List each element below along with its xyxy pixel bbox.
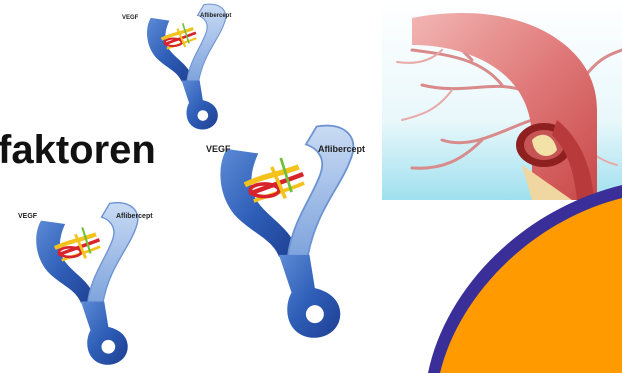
trap-diagram-large: VEGF Aflibercept	[188, 122, 378, 342]
slide-title-fragment: faktoren	[0, 128, 156, 173]
orange-arc-icon	[410, 180, 622, 373]
aflibercept-trap-diagram-icon	[4, 200, 164, 368]
vegf-label: VEGF	[122, 15, 138, 21]
trap-diagram-top: VEGF Aflibercept	[114, 2, 254, 132]
artery-illustration	[382, 0, 622, 200]
vegf-label: VEGF	[206, 144, 231, 154]
drug-label: Aflibercept	[116, 213, 153, 220]
aflibercept-trap-diagram-icon	[114, 2, 254, 132]
artery-icon	[382, 0, 622, 200]
aflibercept-trap-diagram-icon	[188, 122, 378, 342]
vegf-label: VEGF	[18, 213, 37, 220]
trap-diagram-bottom: VEGF Aflibercept	[4, 200, 164, 368]
orange-arc-decoration	[410, 180, 622, 373]
drug-label: Aflibercept	[318, 144, 365, 154]
drug-label: Aflibercept	[200, 13, 231, 19]
